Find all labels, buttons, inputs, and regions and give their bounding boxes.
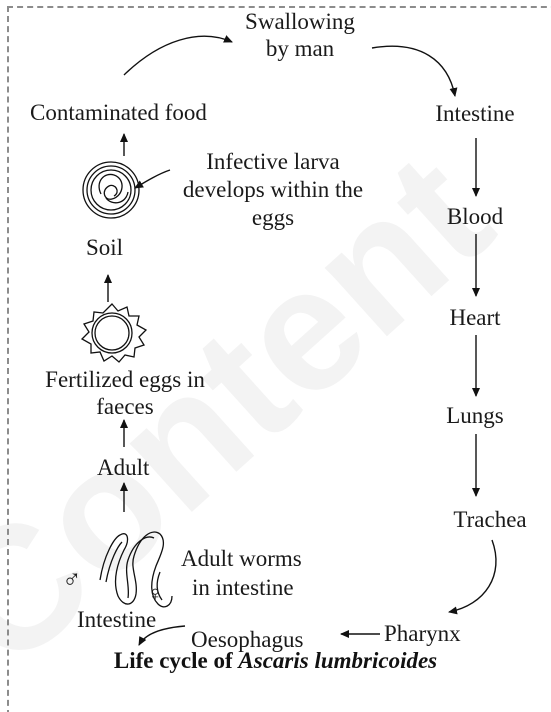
node-fertilized-line1: Fertilized eggs in (10, 366, 240, 393)
female-symbol: ♀ (147, 580, 164, 607)
node-lungs: Lungs (420, 402, 530, 429)
caption-plain: Life cycle of (114, 648, 239, 673)
label-infective-line1: Infective larva (158, 148, 388, 175)
node-intestine-left: Intestine (77, 606, 156, 633)
label-adult-worms-line2: in intestine (192, 574, 294, 601)
fertilized-egg-illustration (82, 304, 146, 362)
node-contaminated-food: Contaminated food (30, 99, 207, 126)
diagram-caption: Life cycle of Ascaris lumbricoides (0, 648, 551, 674)
arrow-food-to-swallowing (124, 36, 232, 75)
node-trachea: Trachea (430, 506, 550, 533)
caption-species: Ascaris lumbricoides (238, 648, 437, 673)
label-infective-line2: develops within the (158, 176, 388, 203)
arrow-trachea-to-pharynx (449, 540, 496, 612)
node-swallowing-line1: Swallowing (225, 8, 375, 35)
node-intestine-right: Intestine (420, 100, 530, 127)
node-blood: Blood (420, 203, 530, 230)
node-adult: Adult (97, 454, 149, 481)
node-fertilized-line2: faeces (10, 393, 240, 420)
node-pharynx: Pharynx (384, 620, 461, 647)
male-symbol: ♂ (62, 566, 82, 593)
label-infective-line3: eggs (158, 204, 388, 231)
egg-with-larva-illustration (83, 162, 139, 218)
arrow-swallowing-to-intestine (372, 46, 455, 96)
node-swallowing-line2: by man (225, 35, 375, 62)
label-adult-worms-line1: Adult worms (181, 545, 302, 572)
node-soil: Soil (86, 234, 123, 261)
node-heart: Heart (420, 304, 530, 331)
